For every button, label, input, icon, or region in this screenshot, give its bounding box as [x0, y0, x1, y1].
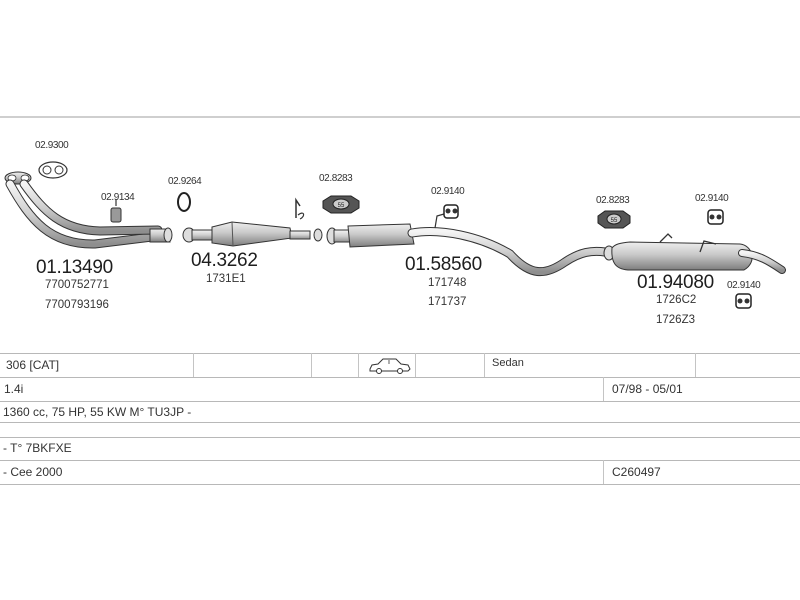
table-divider-2: [311, 353, 312, 377]
table-divider-1: [193, 353, 194, 377]
table-divider-8: [603, 460, 604, 484]
vehicle-period: 07/98 - 05/01: [612, 382, 683, 396]
rear-silencer-number: 01.94080: [637, 272, 714, 293]
rear-silencer-ref-2: 1726Z3: [656, 314, 696, 326]
table-line-5: [0, 437, 800, 438]
table-divider-5: [484, 353, 485, 377]
gasket-front-part[interactable]: [38, 161, 68, 179]
middle-silencer-number: 01.58560: [405, 254, 482, 275]
table-divider-3: [358, 353, 359, 377]
table-divider-7: [603, 377, 604, 401]
table-line-6: [0, 460, 800, 461]
middle-silencer-part[interactable]: [326, 213, 610, 277]
table-divider-4: [415, 353, 416, 377]
table-line-1: [0, 353, 800, 354]
middle-silencer-ref-1: 171748: [428, 277, 467, 289]
downpipe-ref-1: 7700752771: [45, 279, 109, 291]
table-line-4: [0, 422, 800, 423]
top-frame-line: [0, 116, 800, 118]
clamp-2-part[interactable]: 55: [597, 210, 631, 229]
mount-3-number: 02.9140: [695, 193, 729, 204]
table-line-2: [0, 377, 800, 378]
mount-1-part[interactable]: [110, 199, 122, 223]
vehicle-spec: 1360 cc, 75 HP, 55 KW M° TU3JP -: [3, 405, 192, 419]
mount-3-part[interactable]: [707, 209, 724, 225]
rear-silencer-part[interactable]: [603, 233, 786, 274]
ring-number: 02.9264: [168, 176, 202, 187]
vehicle-model: 306 [CAT]: [6, 358, 60, 372]
mount-4-number: 02.9140: [727, 280, 761, 291]
vehicle-engine: 1.4i: [4, 382, 24, 396]
car-sedan-icon: [369, 358, 411, 374]
table-line-7: [0, 484, 800, 485]
clamp-2-number: 02.8283: [596, 195, 630, 206]
svg-text:55: 55: [338, 203, 345, 209]
rear-silencer-ref-1: 1726C2: [656, 294, 697, 306]
downpipe-number: 01.13490: [36, 257, 113, 278]
mount-1-number: 02.9134: [101, 192, 135, 203]
ring-part[interactable]: [177, 192, 191, 212]
vehicle-body: Sedan: [492, 357, 524, 369]
clamp-1-number: 02.8283: [319, 173, 353, 184]
table-line-3: [0, 401, 800, 402]
table-divider-6: [695, 353, 696, 377]
vehicle-code: C260497: [612, 465, 661, 479]
svg-text:55: 55: [611, 218, 618, 224]
vehicle-norm: - Cee 2000: [3, 465, 63, 479]
gasket-front-number: 02.9300: [35, 140, 69, 151]
vehicle-type: - T° 7BKFXE: [3, 441, 72, 455]
clamp-1-part[interactable]: 55: [322, 195, 360, 214]
downpipe-part[interactable]: [4, 171, 173, 249]
catalyst-number: 04.3262: [191, 250, 258, 271]
mount-4-part[interactable]: [735, 293, 752, 309]
mount-2-part[interactable]: [443, 204, 459, 219]
mount-2-number: 02.9140: [431, 186, 465, 197]
middle-silencer-ref-2: 171737: [428, 296, 467, 308]
downpipe-ref-2: 7700793196: [45, 299, 109, 311]
catalyst-ref-1: 1731E1: [206, 273, 246, 285]
catalyst-part[interactable]: [182, 197, 323, 247]
